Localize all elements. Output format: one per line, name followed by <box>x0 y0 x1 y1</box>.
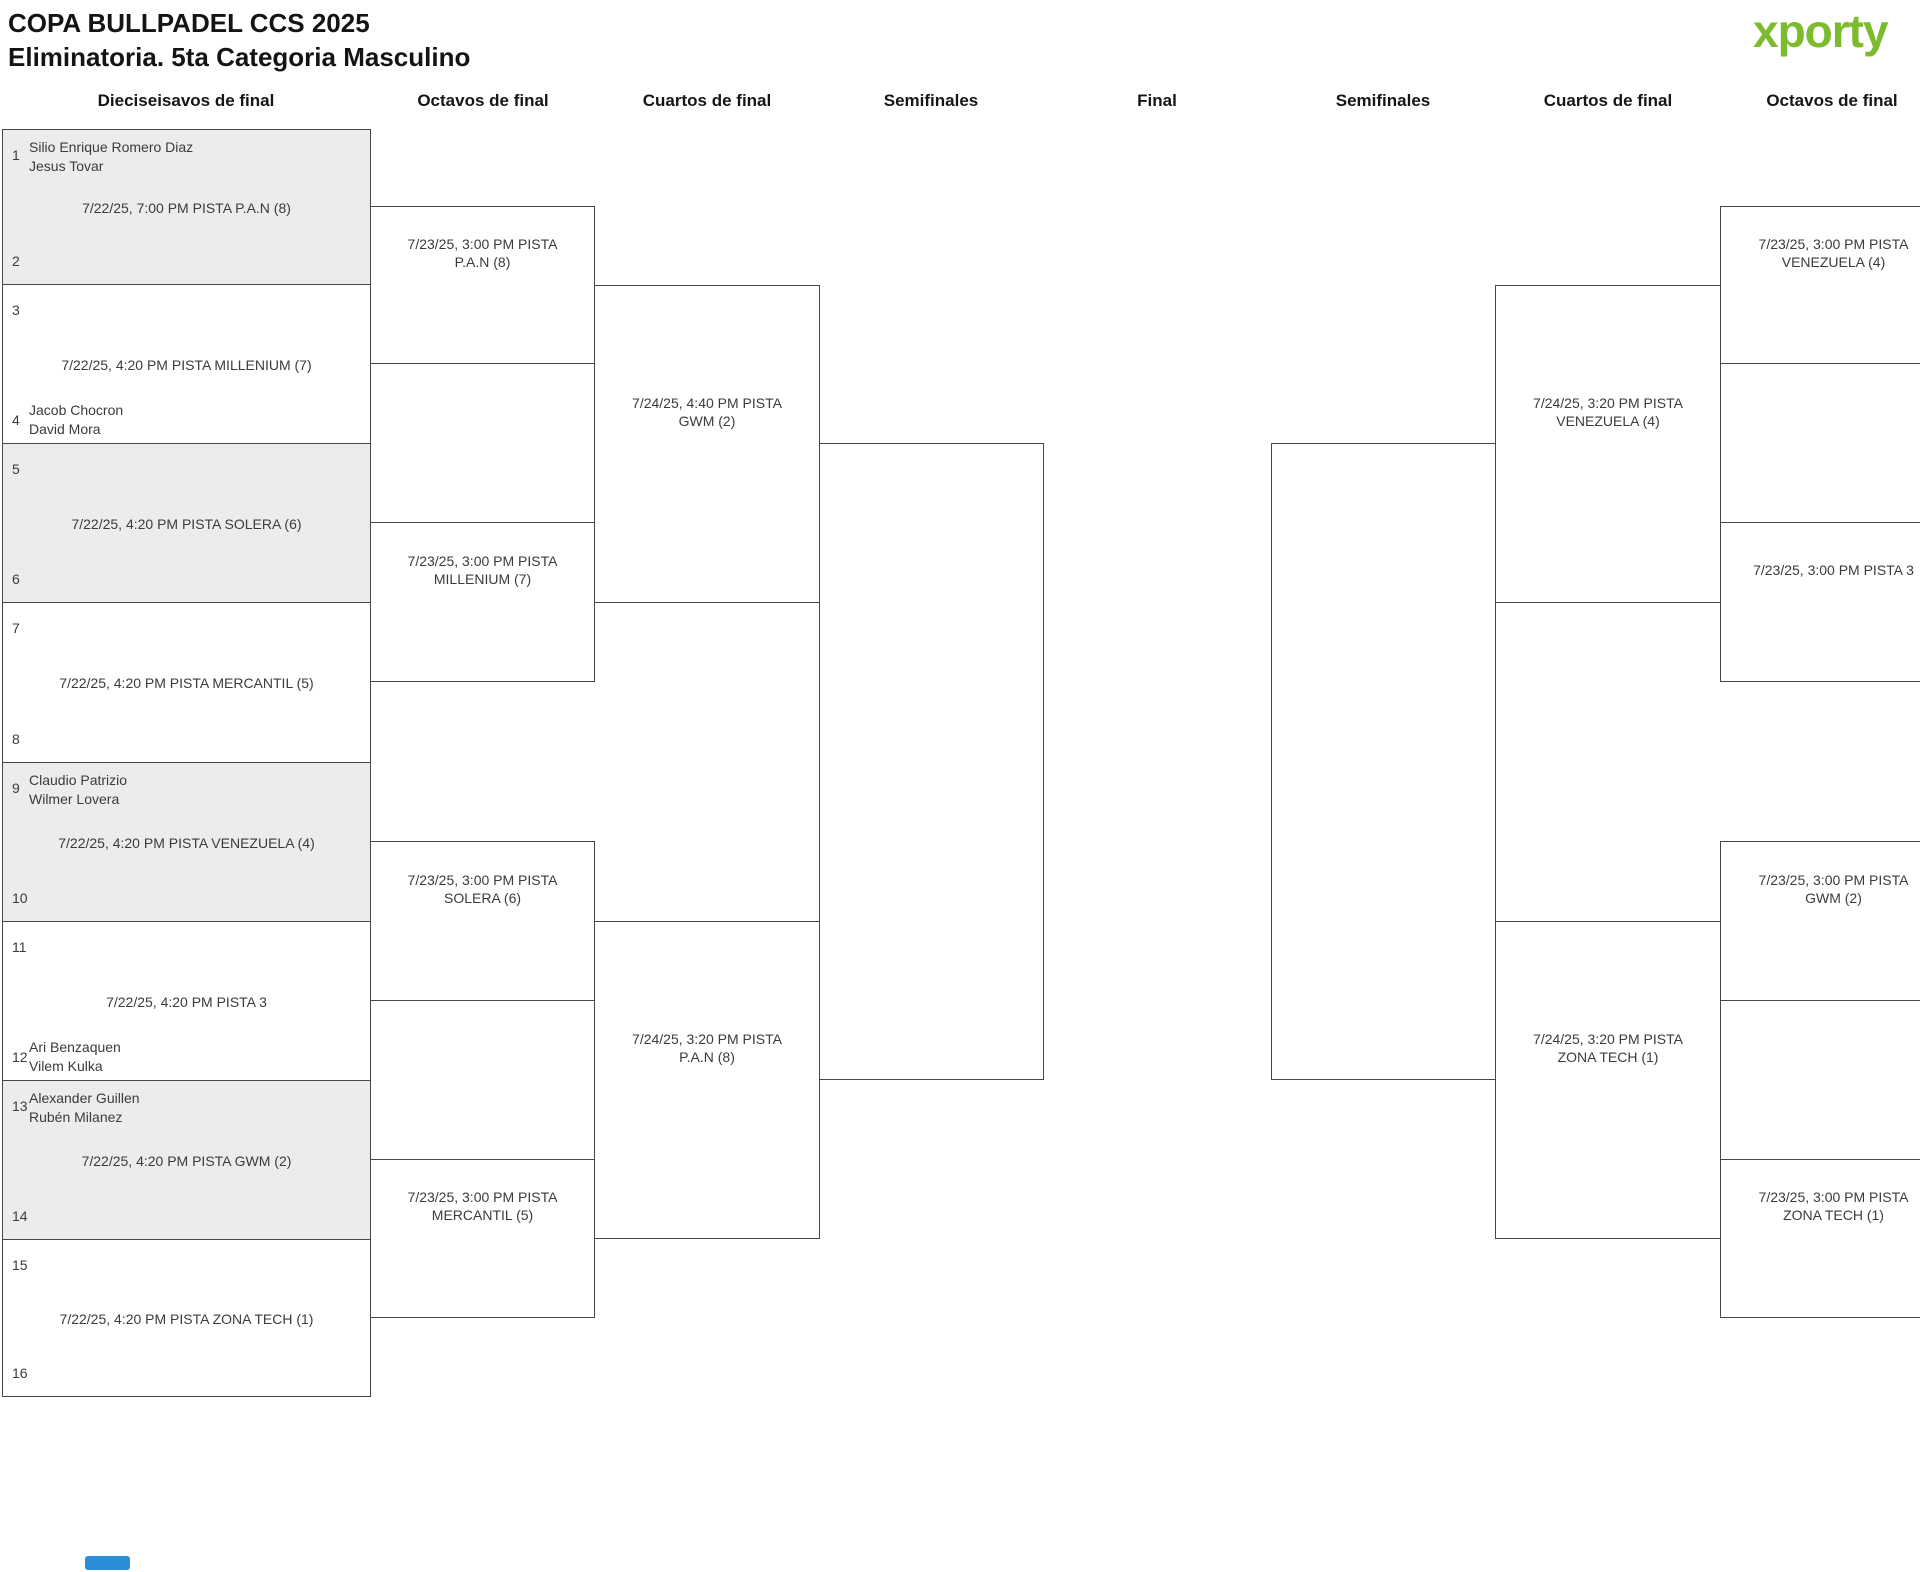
seed-number: 12 <box>12 1049 28 1065</box>
match-box-sf-left[interactable] <box>819 443 1044 1080</box>
seed-number: 2 <box>12 253 20 269</box>
round-header-sf-right: Semifinales <box>1335 91 1431 110</box>
match-schedule: 7/22/25, 4:20 PM PISTA 3 <box>106 994 267 1010</box>
seed-number: 5 <box>12 461 20 477</box>
match-box-r32-5[interactable]: 9 Claudio Patrizio Wilmer Lovera 7/22/25… <box>2 762 371 922</box>
match-box-sf-right[interactable] <box>1271 443 1496 1080</box>
match-box-r32-8[interactable]: 15 7/22/25, 4:20 PM PISTA ZONA TECH (1) … <box>2 1239 371 1397</box>
seed-number: 8 <box>12 731 20 747</box>
seed-number: 10 <box>12 890 28 906</box>
pair-names: Jacob Chocron David Mora <box>29 401 123 439</box>
tournament-name: COPA BULLPADEL CCS 2025 <box>8 8 370 38</box>
seed-number: 13 <box>12 1098 28 1114</box>
seed-number: 14 <box>12 1208 28 1224</box>
round-header-qf-right: Cuartos de final <box>1543 91 1673 110</box>
player-name: Wilmer Lovera <box>29 791 120 807</box>
pair-names: Ari Benzaquen Vilem Kulka <box>29 1038 121 1076</box>
player-name: Vilem Kulka <box>29 1058 103 1074</box>
seed-number: 4 <box>12 412 20 428</box>
match-schedule: 7/22/25, 4:20 PM PISTA MERCANTIL (5) <box>59 675 314 691</box>
player-name: Alexander Guillen <box>29 1090 140 1106</box>
seed-number: 11 <box>12 939 27 955</box>
match-schedule: 7/23/25, 3:00 PM PISTA 3 <box>1753 562 1914 578</box>
player-name: David Mora <box>29 421 101 437</box>
match-schedule: 7/22/25, 7:00 PM PISTA P.A.N (8) <box>82 200 291 216</box>
match-schedule: 7/22/25, 4:20 PM PISTA MILLENIUM (7) <box>61 357 312 373</box>
seed-number: 15 <box>12 1257 28 1273</box>
match-box-r32-3[interactable]: 5 7/22/25, 4:20 PM PISTA SOLERA (6) 6 <box>2 443 371 603</box>
seed-number: 3 <box>12 302 20 318</box>
seed-number: 1 <box>12 147 20 163</box>
player-name: Rubén Milanez <box>29 1109 123 1125</box>
pair-names: Silio Enrique Romero Diaz Jesus Tovar <box>29 138 193 176</box>
seed-number: 9 <box>12 780 20 796</box>
match-box-r32-2[interactable]: 3 7/22/25, 4:20 PM PISTA MILLENIUM (7) 4… <box>2 284 371 444</box>
match-box-r16-right-2[interactable]: 7/23/25, 3:00 PM PISTA 3 <box>1720 522 1920 682</box>
round-header-final: Final <box>1137 91 1177 110</box>
match-schedule: 7/22/25, 4:20 PM PISTA GWM (2) <box>81 1153 292 1169</box>
player-name: Silio Enrique Romero Diaz <box>29 139 194 155</box>
match-schedule: 7/22/25, 4:20 PM PISTA SOLERA (6) <box>71 516 302 532</box>
match-schedule: 7/22/25, 4:20 PM PISTA VENEZUELA (4) <box>58 835 315 851</box>
round-header-r16-right: Octavos de final <box>1766 91 1898 110</box>
match-box-r32-7[interactable]: 13 Alexander Guillen Rubén Milanez 7/22/… <box>2 1080 371 1240</box>
player-name: Claudio Patrizio <box>29 772 128 788</box>
xporty-logo-wordmark[interactable]: xporty <box>1753 5 1889 57</box>
round-header-qf-left: Cuartos de final <box>642 91 772 110</box>
match-schedule: 7/22/25, 4:20 PM PISTA ZONA TECH (1) <box>59 1311 314 1327</box>
horizontal-scrollbar-thumb[interactable] <box>85 1556 130 1570</box>
round-header-r32-left: Dieciseisavos de final <box>97 91 275 110</box>
match-box-r32-4[interactable]: 7 7/22/25, 4:20 PM PISTA MERCANTIL (5) 8 <box>2 602 371 763</box>
seed-number: 7 <box>12 620 20 636</box>
round-header-r16-left: Octavos de final <box>417 91 549 110</box>
round-header-sf-left: Semifinales <box>883 91 979 110</box>
player-name: Jacob Chocron <box>29 402 124 418</box>
match-box-r32-1[interactable]: 1 Silio Enrique Romero Diaz Jesus Tovar … <box>2 129 371 285</box>
seed-number: 6 <box>12 571 20 587</box>
player-name: Ari Benzaquen <box>29 1039 121 1055</box>
pair-names: Claudio Patrizio Wilmer Lovera <box>29 771 127 809</box>
category-subtitle: Eliminatoria. 5ta Categoria Masculino <box>8 42 471 72</box>
match-box-r32-6[interactable]: 11 7/22/25, 4:20 PM PISTA 3 12 Ari Benza… <box>2 921 371 1081</box>
player-name: Jesus Tovar <box>29 158 104 174</box>
seed-number: 16 <box>12 1365 28 1381</box>
pair-names: Alexander Guillen Rubén Milanez <box>29 1089 140 1127</box>
page-title: COPA BULLPADEL CCS 2025 Eliminatoria. 5t… <box>8 6 470 74</box>
